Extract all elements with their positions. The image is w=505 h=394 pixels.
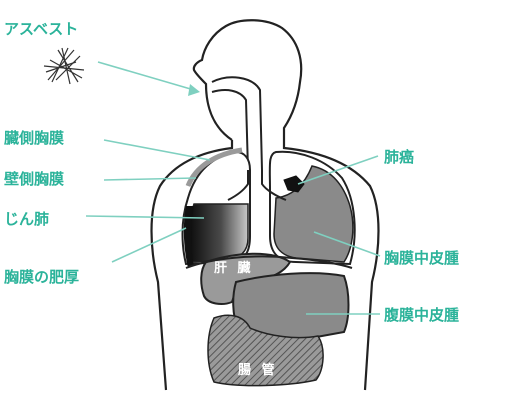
- pneumoconiosis-region: [188, 204, 248, 262]
- label-peritoneal-mesothelioma: 腹膜中皮腫: [384, 306, 459, 324]
- asbestos-fibers-icon: [44, 48, 84, 84]
- label-pneumoconiosis: じん肺: [4, 210, 49, 228]
- label-liver: 肝 臓: [214, 260, 254, 276]
- label-lung-cancer: 肺癌: [384, 148, 414, 166]
- label-parietal-pleura: 壁側胸膜: [4, 170, 64, 188]
- label-pleural-thickening: 胸膜の肥厚: [4, 268, 79, 286]
- label-pleural-mesothelioma: 胸膜中皮腫: [384, 249, 459, 267]
- label-intestine: 腸 管: [238, 362, 278, 378]
- label-asbestos: アスベスト: [4, 20, 78, 38]
- leader-asbestos-arrow-icon: [188, 84, 200, 96]
- leader-visceral: [104, 140, 210, 160]
- label-visceral-pleura: 臓側胸膜: [4, 129, 64, 147]
- leader-asbestos: [98, 62, 194, 90]
